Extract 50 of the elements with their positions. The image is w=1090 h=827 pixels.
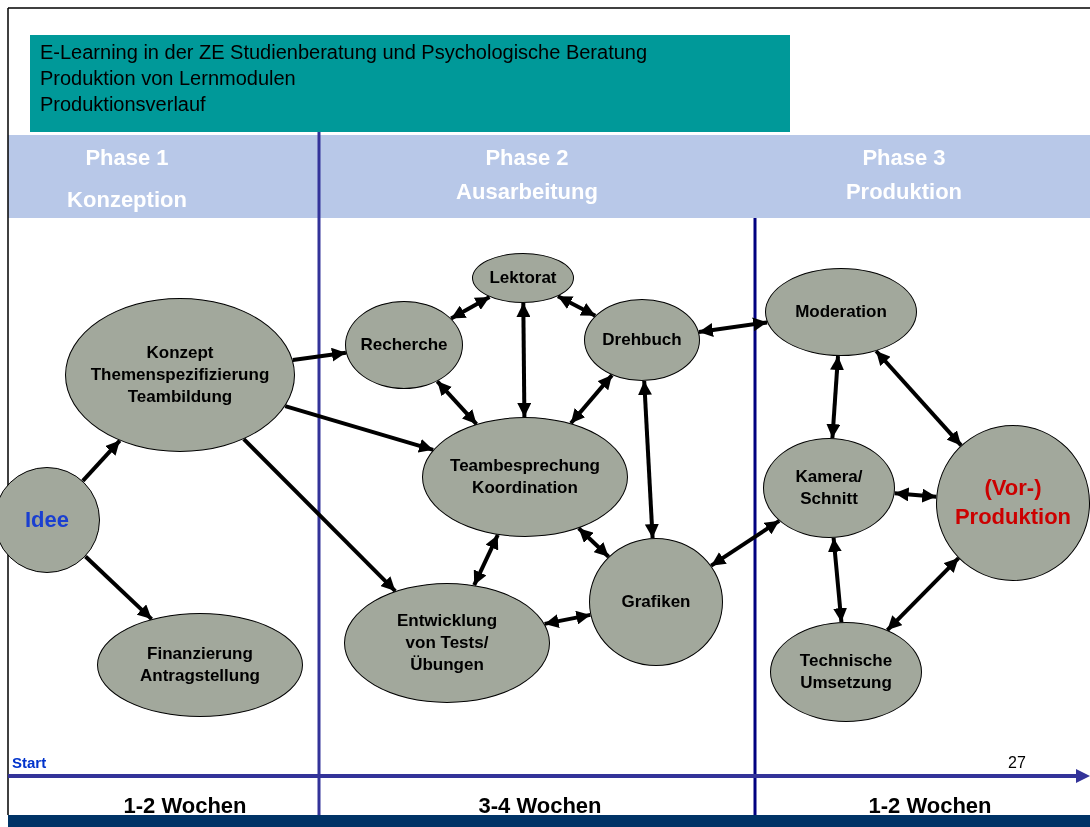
node-label: Drehbuch <box>601 328 683 351</box>
arrow <box>81 439 122 483</box>
arrow <box>450 295 491 321</box>
arrow <box>472 534 500 586</box>
subtitle: Produktion von Lernmodulen <box>40 67 296 90</box>
node-label: Entwicklung von Tests/ Übungen <box>395 609 499 677</box>
node-label: Idee <box>24 505 70 534</box>
arrow <box>242 437 397 593</box>
node-label: Kamera/ Schnitt <box>794 465 864 510</box>
arrow <box>292 347 347 362</box>
phase-name: Produktion <box>845 179 963 205</box>
node-label: Moderation <box>794 300 888 323</box>
start-label: Start <box>12 754 47 771</box>
arrow <box>569 373 614 425</box>
arrow <box>556 294 597 318</box>
node-label: Technische Umsetzung <box>798 649 894 694</box>
node-label: Grafiken <box>620 590 692 613</box>
arrow <box>826 355 845 439</box>
phase-label: Phase 2 <box>485 145 569 171</box>
arrow <box>827 537 848 623</box>
arrow <box>874 349 963 447</box>
arrow <box>577 526 610 559</box>
process-ellipse <box>472 253 574 303</box>
arrow <box>284 404 434 453</box>
arrow <box>894 487 937 503</box>
title: E-Learning in der ZE Studienberatung und Psychologische Beratung <box>40 41 648 64</box>
phase-label: Phase 1 <box>85 145 169 171</box>
node-label: Recherche <box>359 333 449 356</box>
arrow <box>516 302 532 418</box>
arrow <box>710 519 781 568</box>
arrow <box>698 317 768 337</box>
node-label: (Vor-) Produktion <box>953 474 1073 531</box>
arrow <box>544 610 591 629</box>
duration-label: 1-2 Wochen <box>868 793 992 819</box>
node-label: Teambesprechung Koordination <box>449 454 601 499</box>
arrow <box>885 556 960 632</box>
node-label: Konzept Themenspezifizierung Teambildung <box>89 341 271 409</box>
arrow <box>84 555 153 621</box>
subtitle: Produktionsverlauf <box>40 93 206 116</box>
page-number: 27 <box>1008 754 1026 772</box>
phase-label: Phase 3 <box>862 145 946 171</box>
duration-label: 1-2 Wochen <box>123 793 247 819</box>
duration-label: 3-4 Wochen <box>478 793 602 819</box>
phase-name: Konzeption <box>67 187 187 213</box>
node-label: Finanzierung Antragstellung <box>139 642 261 687</box>
arrow <box>637 380 659 539</box>
arrow <box>435 379 478 426</box>
node-label: Lektorat <box>488 266 558 289</box>
phase-name: Ausarbeitung <box>456 179 598 205</box>
process-circle <box>0 467 100 573</box>
